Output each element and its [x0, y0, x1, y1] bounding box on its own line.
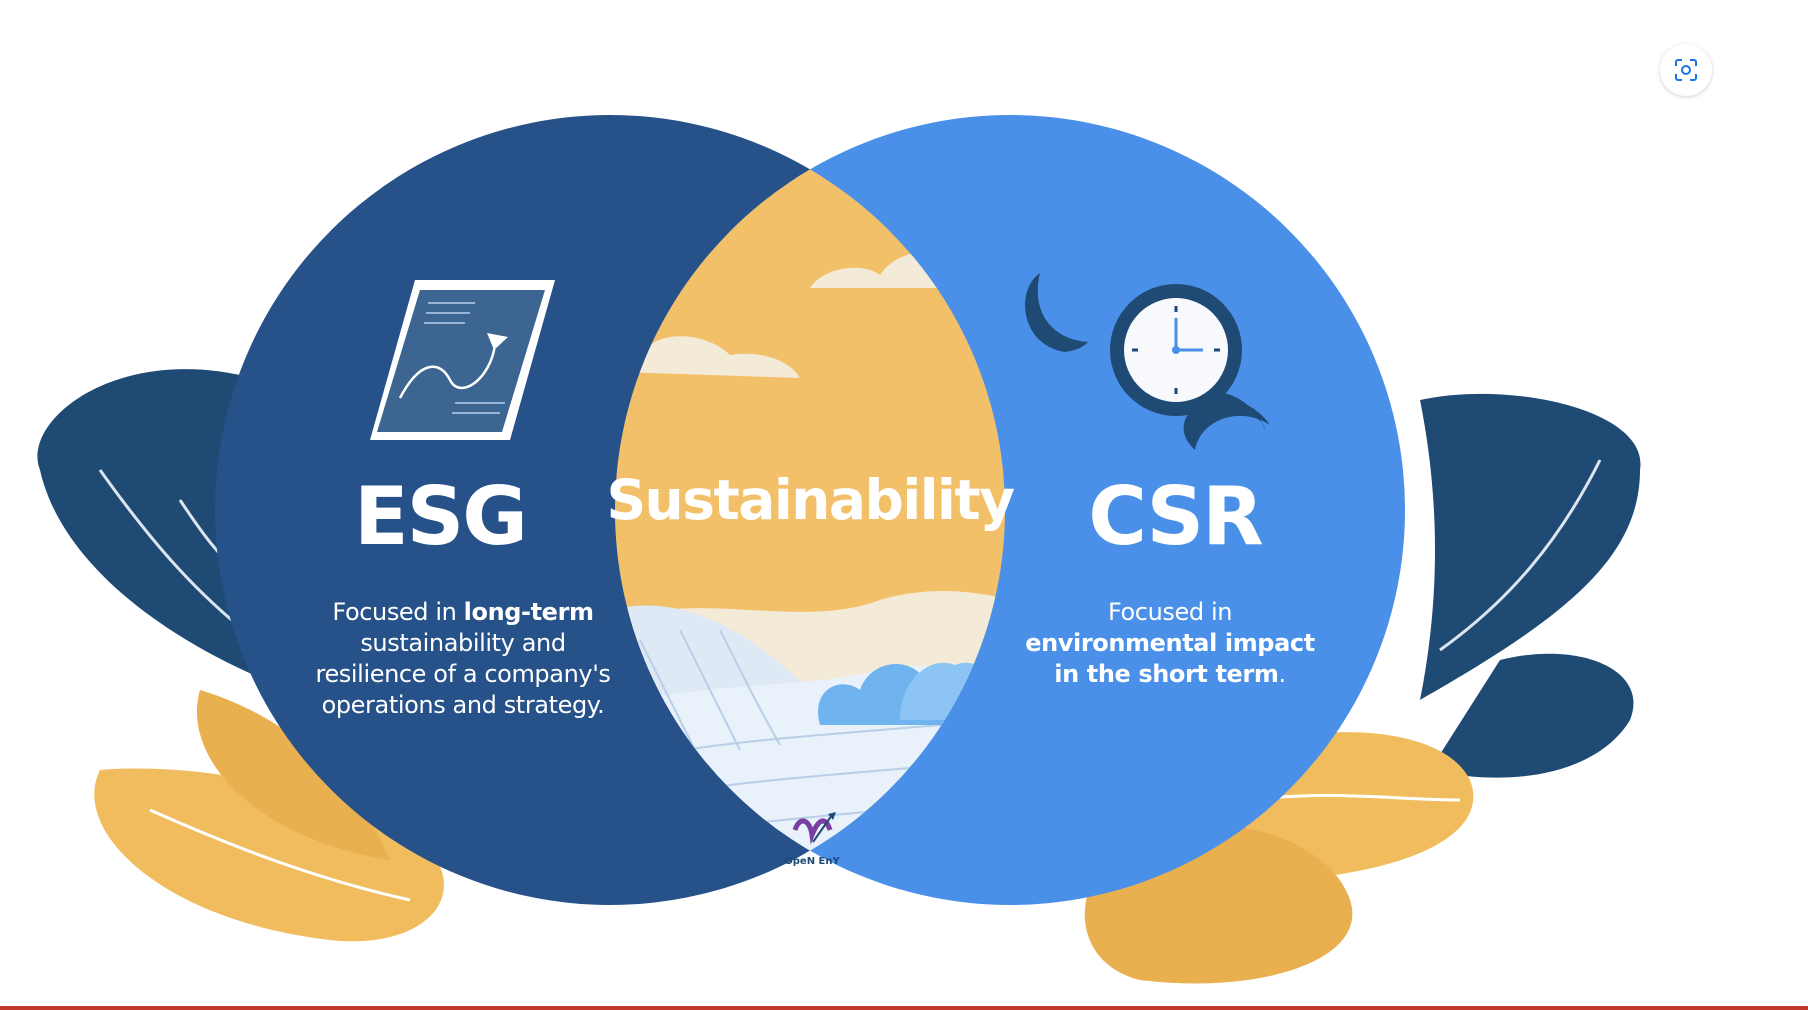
csr-leaf-left	[1025, 273, 1088, 352]
csr-desc-prefix: Focused in	[1107, 598, 1233, 626]
esg-desc-suffix: sustainability and resilience of a compa…	[315, 629, 611, 719]
csr-desc-bold: environmental impact in the short term	[1025, 629, 1315, 688]
esg-description: Focused in long-term sustainability and …	[313, 597, 613, 721]
bottom-accent-line	[0, 1006, 1808, 1010]
document-chart-icon	[370, 280, 555, 440]
logo-text: OpeN EnY	[784, 856, 840, 867]
left-gold-leaf-2	[196, 690, 390, 860]
esg-desc-bold: long-term	[463, 598, 594, 626]
scan-icon	[1675, 59, 1697, 81]
cloud-left	[619, 336, 800, 378]
csr-title: CSR	[1088, 470, 1263, 563]
csr-description: Focused in environmental impact in the s…	[1020, 597, 1320, 690]
esg-desc-prefix: Focused in	[332, 598, 464, 626]
left-gold-leaf-vein	[149, 808, 411, 902]
sustainability-title: Sustainability	[606, 468, 1015, 532]
clock-icon	[1025, 273, 1270, 450]
esg-title: ESG	[354, 470, 528, 563]
right-dark-leaf-vein	[1439, 459, 1602, 652]
right-dark-leaf-2	[1430, 653, 1634, 778]
csr-desc-suffix: .	[1278, 660, 1286, 688]
scan-button[interactable]	[1660, 44, 1712, 96]
open-eny-logo: OpeN EnY	[784, 812, 841, 867]
right-dark-leaf	[1420, 393, 1641, 700]
